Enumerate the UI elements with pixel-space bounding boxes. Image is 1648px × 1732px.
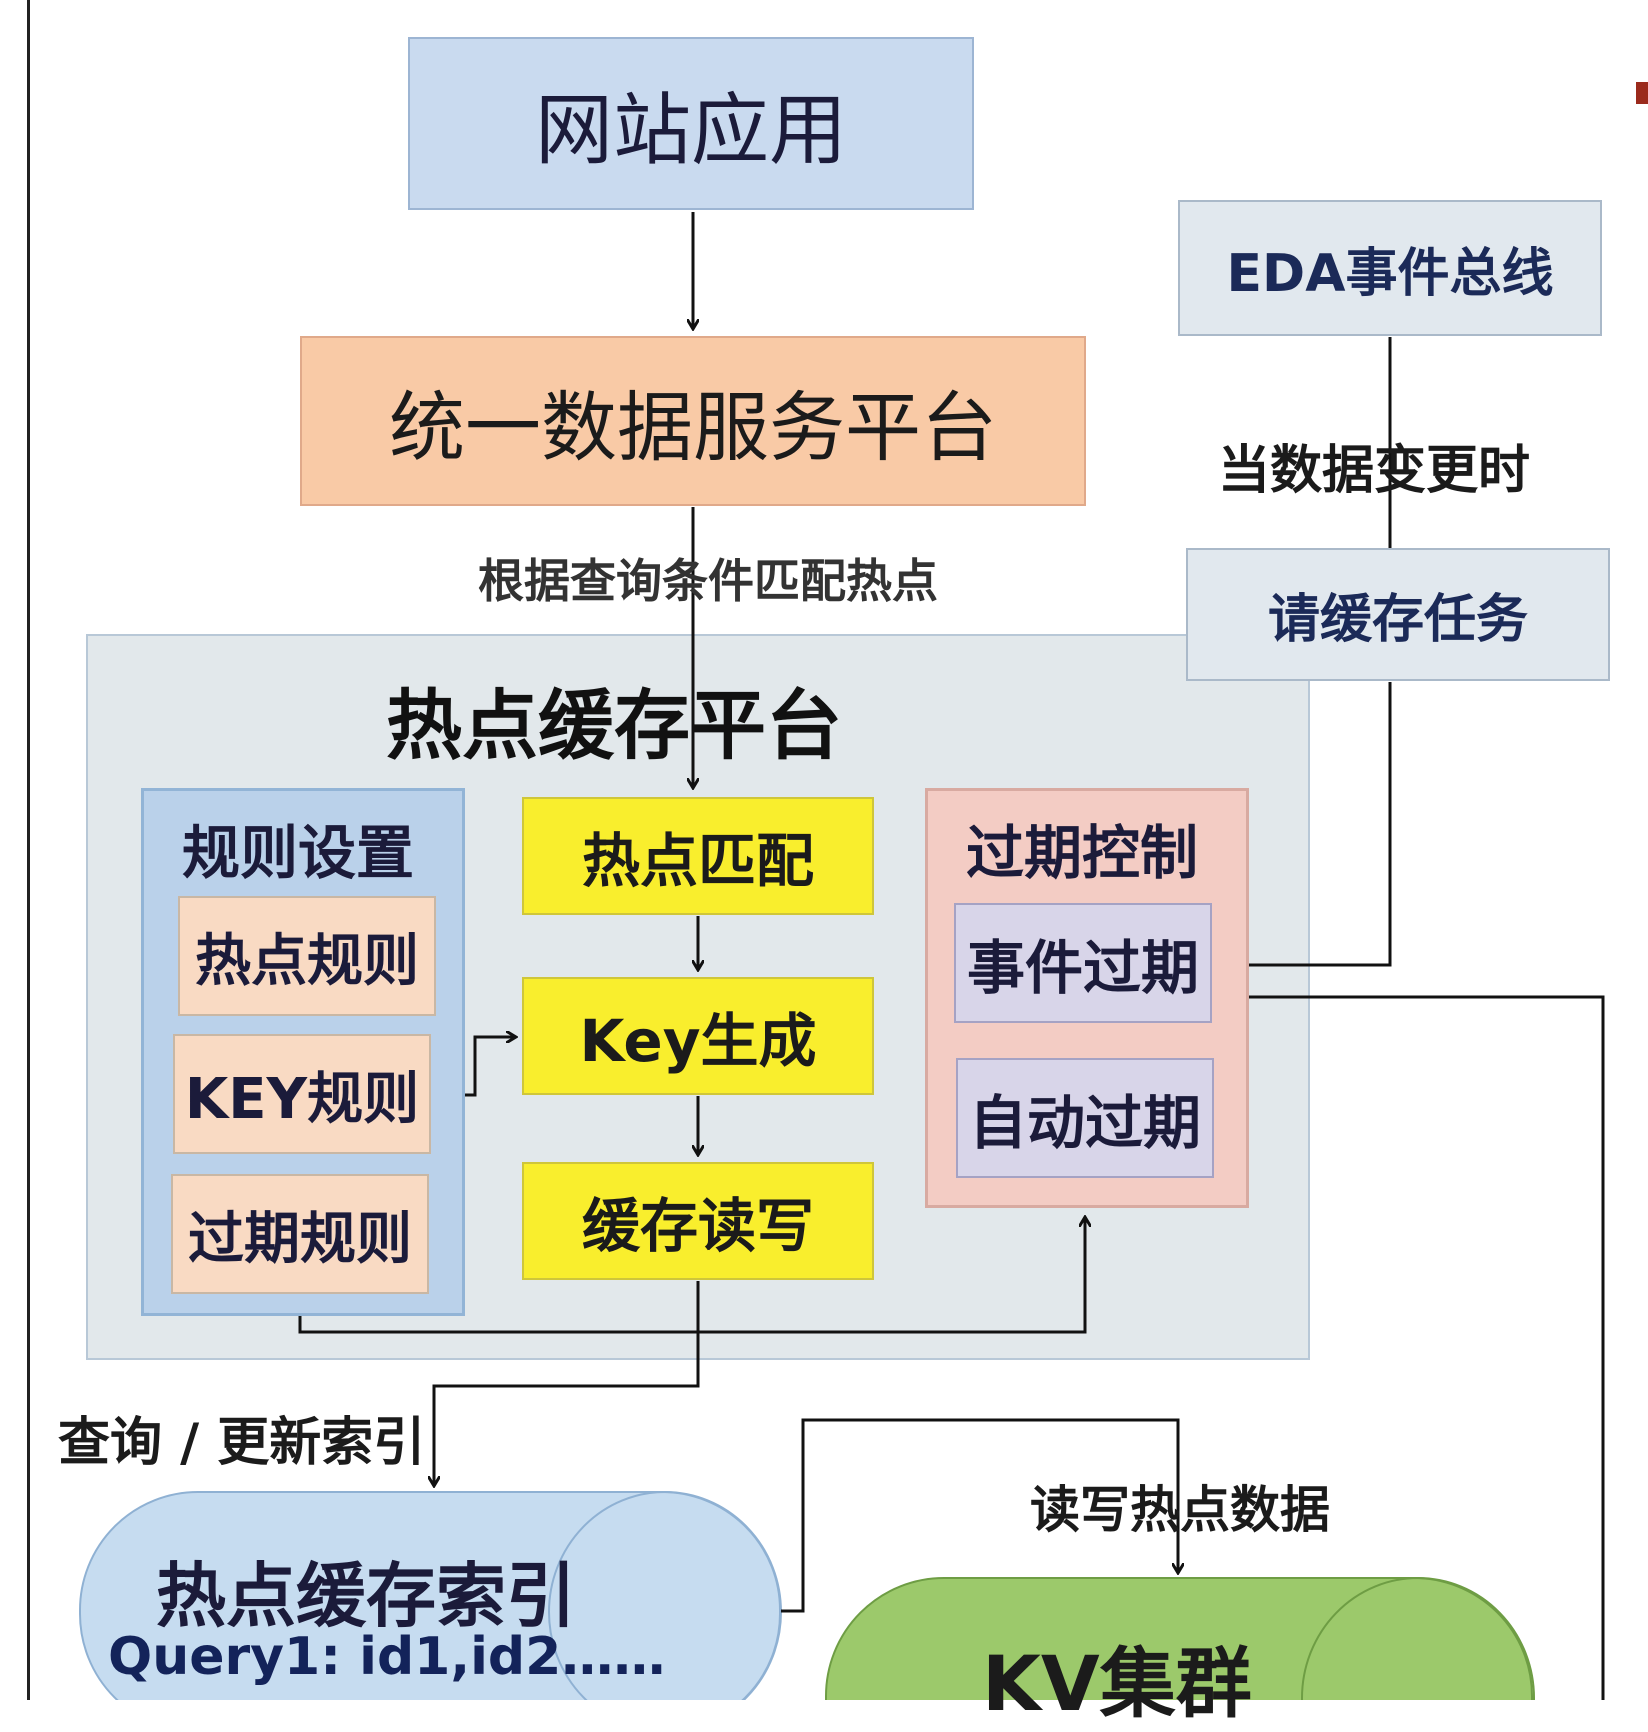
hot-match-node: 热点匹配: [522, 797, 874, 915]
rules-settings-title: 规则设置: [182, 819, 415, 887]
web-app-label: 网站应用: [534, 85, 847, 176]
edge-cache-rw-to-index: [434, 1281, 700, 1485]
kv-cluster-title: KV集群: [982, 1639, 1252, 1728]
unified-platform-label: 统一数据服务平台: [389, 383, 997, 472]
edge-label-query-update-index: 查询 / 更新索引: [58, 1413, 426, 1473]
slide-corner-mark: [1636, 82, 1648, 104]
kv-cluster-cylinder: [825, 1577, 1535, 1700]
cache-rw-label: 缓存读写: [581, 1192, 814, 1260]
edge-label-on-data-change: 当数据变更时: [1218, 441, 1531, 501]
hot-index-title: 热点缓存索引: [156, 1555, 576, 1637]
edge-event-expire-to-kv: [1213, 995, 1605, 1700]
key-gen-label: Key生成: [579, 1007, 817, 1075]
edge-index-to-kv: [781, 1418, 1178, 1613]
unified-data-platform-node: 统一数据服务平台: [300, 336, 1086, 506]
rule-item-hot: 热点规则: [178, 896, 436, 1016]
rule-hot-label: 热点规则: [195, 928, 419, 994]
rule-item-expire: 过期规则: [171, 1174, 429, 1294]
hot-index-cylinder: [79, 1491, 782, 1700]
rule-key-label: KEY规则: [184, 1066, 420, 1132]
expire-item-event: 事件过期: [954, 903, 1212, 1023]
edge-label-match-by-query: 根据查询条件匹配热点: [478, 554, 938, 608]
edge-label-rw-hot-data: 读写热点数据: [1030, 1481, 1330, 1539]
hot-platform-title: 热点缓存平台: [386, 681, 842, 770]
key-gen-node: Key生成: [522, 977, 874, 1095]
left-border-line: [27, 0, 30, 1700]
hot-index-query: Query1: id1,id2……: [108, 1627, 666, 1687]
eda-event-bus-node: EDA事件总线: [1178, 200, 1602, 336]
rule-item-key: KEY规则: [173, 1034, 431, 1154]
cache-task-node: 请缓存任务: [1186, 548, 1610, 681]
eda-bus-label: EDA事件总线: [1226, 243, 1554, 304]
web-app-node: 网站应用: [408, 37, 974, 210]
expire-event-label: 事件过期: [966, 934, 1199, 1002]
expire-auto-label: 自动过期: [968, 1089, 1201, 1157]
hot-match-label: 热点匹配: [581, 827, 814, 895]
rule-expire-label: 过期规则: [188, 1206, 412, 1272]
cache-rw-node: 缓存读写: [522, 1162, 874, 1280]
edge-cache-task-to-event-expire: [1222, 682, 1392, 965]
expire-control-title: 过期控制: [966, 819, 1199, 887]
expire-item-auto: 自动过期: [956, 1058, 1214, 1178]
cache-task-label: 请缓存任务: [1267, 590, 1528, 650]
